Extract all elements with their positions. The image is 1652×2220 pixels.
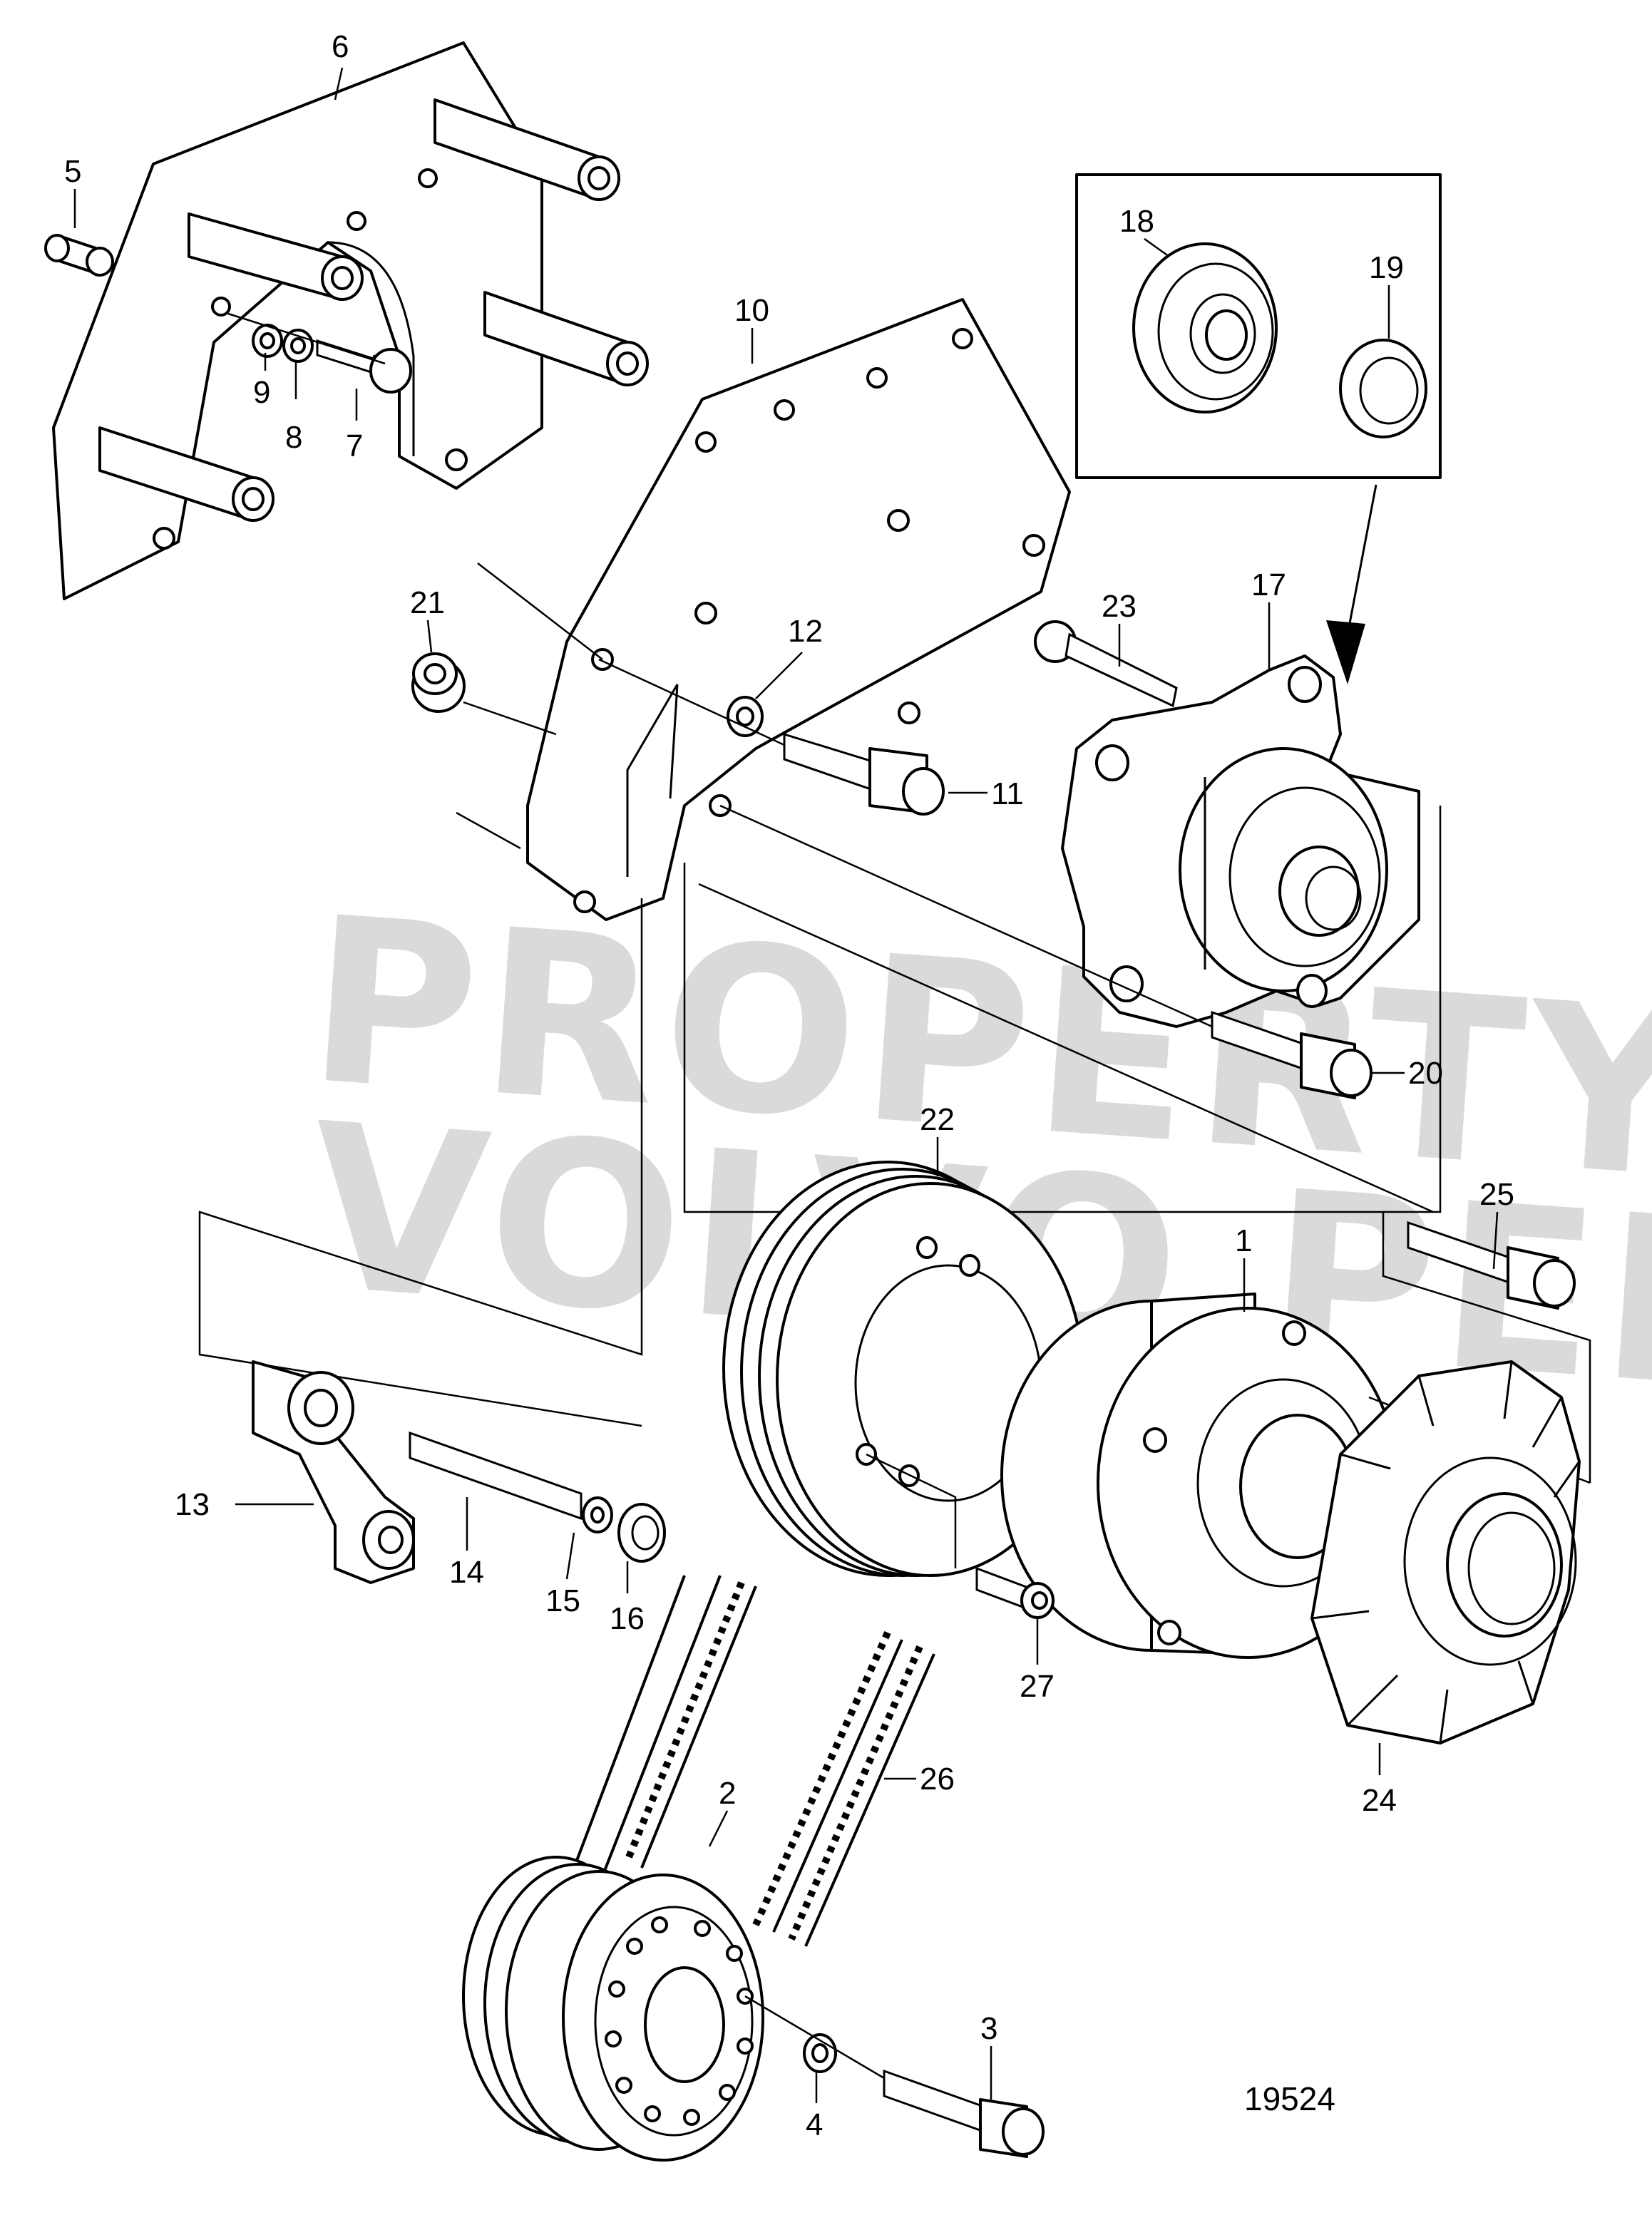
callout-21: 21 <box>410 585 445 620</box>
part-11-bolt <box>783 732 945 816</box>
callout-5: 5 <box>64 154 81 189</box>
inset-bearing-box <box>1075 173 1442 684</box>
callout-8: 8 <box>285 420 302 455</box>
callout-1: 1 <box>1235 1223 1252 1258</box>
callout-labels: 6 5 9 8 7 10 18 19 21 12 11 23 17 20 22 … <box>64 29 1514 2142</box>
callout-26: 26 <box>920 1762 955 1797</box>
part-6-mounting-bracket <box>52 41 649 600</box>
part-23-bolt <box>1034 620 1178 708</box>
part-26-belt <box>562 1575 935 1947</box>
callout-16: 16 <box>610 1601 645 1636</box>
part-21-flange-nut <box>411 652 466 713</box>
callout-18: 18 <box>1119 204 1154 239</box>
callout-9: 9 <box>253 375 270 410</box>
part-3-bolt <box>883 2069 1045 2158</box>
callout-10: 10 <box>734 293 769 328</box>
callout-27: 27 <box>1020 1669 1055 1704</box>
pulley-bolt-holes <box>605 1916 754 2126</box>
part-24-flex-coupling <box>1310 1360 1581 1744</box>
part-8-washer <box>282 329 314 363</box>
callout-7: 7 <box>346 428 363 463</box>
callout-19: 19 <box>1369 250 1404 285</box>
part-10-front-plate <box>526 298 1071 921</box>
part-2-crank-pulley <box>462 1856 764 2162</box>
callout-11: 11 <box>991 776 1024 811</box>
callout-4: 4 <box>806 2107 823 2142</box>
part-9-washer <box>252 324 283 358</box>
callout-23: 23 <box>1102 589 1137 624</box>
part-13-tensioner-arm <box>252 1360 415 1584</box>
callout-24: 24 <box>1362 1783 1397 1818</box>
part-12-washer <box>727 696 764 737</box>
part-14-threaded-rod <box>409 1431 583 1521</box>
part-16-lock-nut <box>617 1503 666 1563</box>
callout-15: 15 <box>545 1583 580 1618</box>
callout-2: 2 <box>719 1776 736 1811</box>
callout-25: 25 <box>1479 1177 1514 1212</box>
drawing-number: 19524 <box>1244 2080 1335 2117</box>
callout-20: 20 <box>1408 1056 1443 1091</box>
part-25-bolt <box>1407 1221 1576 1310</box>
callout-3: 3 <box>980 2011 997 2046</box>
part-27-screw <box>975 1566 1055 1619</box>
callout-12: 12 <box>788 614 823 649</box>
callout-17: 17 <box>1251 567 1286 602</box>
callout-13: 13 <box>175 1487 210 1522</box>
part-17-bearing-housing <box>1061 654 1420 1028</box>
callout-6: 6 <box>332 29 349 64</box>
callout-22: 22 <box>920 1102 955 1137</box>
part-20-bolt <box>1211 1010 1373 1099</box>
callout-14: 14 <box>449 1555 484 1590</box>
leader-lines <box>73 67 1499 2103</box>
part-5-sleeve <box>44 234 114 277</box>
part-15-washer <box>582 1496 613 1533</box>
